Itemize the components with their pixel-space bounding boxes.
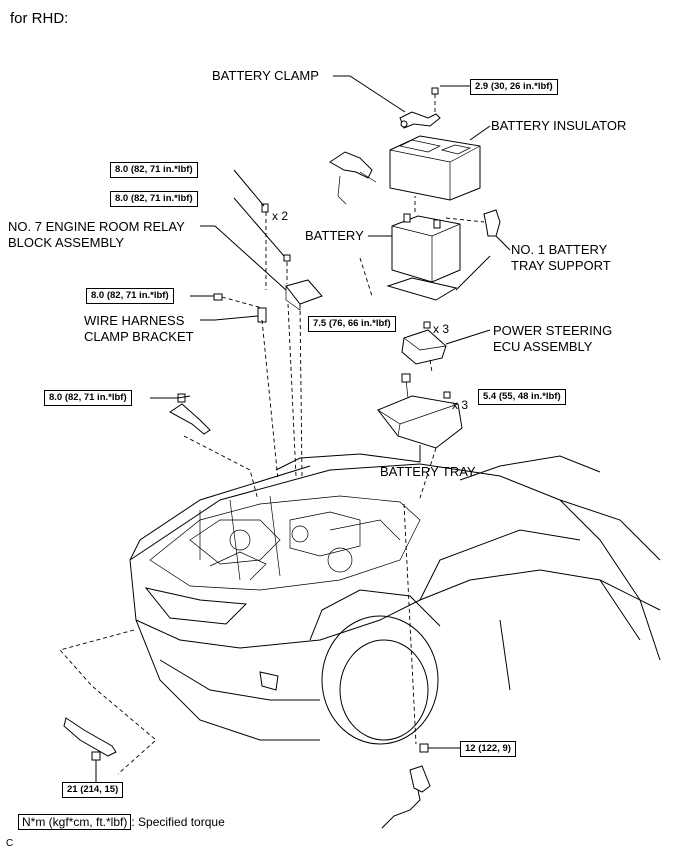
- torque-ground-left: 8.0 (82, 71 in.*lbf): [44, 390, 132, 406]
- label-wire-harness-line2: CLAMP BRACKET: [84, 329, 194, 344]
- label-tray-support-line2: TRAY SUPPORT: [511, 258, 611, 273]
- figure-code: C: [6, 838, 14, 849]
- torque-terminal-bottom: 21 (214, 15): [62, 782, 124, 798]
- label-battery-insulator: BATTERY INSULATOR: [491, 118, 627, 133]
- qty-ps-ecu: x 3: [433, 322, 450, 336]
- label-ps-ecu-line2: ECU ASSEMBLY: [493, 339, 593, 354]
- legend-unit-box: N*m (kgf*cm, ft.*lbf): [18, 814, 132, 830]
- battery-part: [368, 196, 461, 283]
- battery-insulator-part: [389, 125, 491, 201]
- terminal-bottom-right: [381, 743, 460, 829]
- battery-plate: [386, 255, 491, 301]
- ground-wire-part: [150, 393, 211, 435]
- battery-cable: [329, 151, 377, 205]
- torque-tray: 5.4 (55, 48 in.*lbf): [478, 389, 566, 405]
- legend-text: : Specified torque: [131, 815, 225, 829]
- terminal-bottom-left: [63, 717, 117, 782]
- tray-support-part: [445, 209, 511, 251]
- qty-tray: x 3: [452, 398, 469, 412]
- label-ps-ecu-line1: POWER STEERING: [493, 323, 613, 338]
- label-battery-tray: BATTERY TRAY: [380, 464, 476, 479]
- label-relay-block-line2: BLOCK ASSEMBLY: [8, 235, 125, 250]
- torque-relay-lower: 8.0 (82, 71 in.*lbf): [110, 191, 198, 207]
- label-tray-support-line1: NO. 1 BATTERY: [511, 242, 608, 257]
- label-relay-block-line1: NO. 7 ENGINE ROOM RELAY: [8, 219, 185, 234]
- torque-legend: N*m (kgf*cm, ft.*lbf): Specified torque: [18, 814, 225, 830]
- page-title: for RHD:: [10, 10, 69, 27]
- torque-clamp: 2.9 (30, 26 in.*lbf): [470, 79, 558, 95]
- label-battery-clamp: BATTERY CLAMP: [212, 68, 319, 83]
- qty-relay: x 2: [272, 209, 289, 223]
- clamp-bolt: [431, 85, 470, 112]
- wire-harness-bracket-part: [190, 293, 267, 323]
- vehicle-front: [129, 453, 661, 745]
- torque-terminal-right: 12 (122, 9): [460, 741, 516, 757]
- battery-clamp-part: [333, 75, 441, 129]
- torque-ps-ecu: 7.5 (76, 66 in.*lbf): [308, 316, 396, 332]
- label-wire-harness-line1: WIRE HARNESS: [84, 313, 185, 328]
- torque-bracket: 8.0 (82, 71 in.*lbf): [86, 288, 174, 304]
- battery-tray-part: [377, 373, 463, 462]
- ps-ecu-part: [401, 321, 491, 365]
- label-battery: BATTERY: [305, 228, 364, 243]
- torque-relay-upper: 8.0 (82, 71 in.*lbf): [110, 162, 198, 178]
- relay-block-part: [200, 169, 323, 311]
